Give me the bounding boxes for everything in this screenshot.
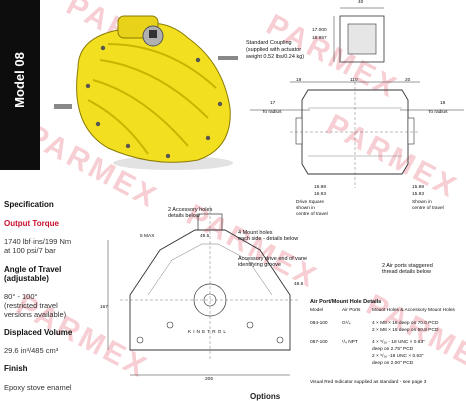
displaced-volume-value: 29.6 in³/485 cm³: [4, 346, 59, 355]
coupling-drawing: [333, 7, 385, 63]
front-view-drawing: [107, 206, 300, 376]
finish-value: Epoxy stove enamel: [4, 383, 72, 392]
port-table-cell: G¹/₄: [342, 321, 351, 326]
output-torque-value: at 100 psi/7 bar: [4, 246, 56, 255]
side-dim: 18: [440, 101, 446, 106]
angle-value: versions available): [4, 310, 67, 319]
finish-heading: Finish: [4, 364, 28, 373]
coupling-label: Standard Coupling: [246, 40, 292, 46]
accessory-drive-note: identifying groove: [238, 262, 282, 268]
accessory-drive-note: Accessory drive end of vane: [238, 256, 308, 262]
indicator-note: Visual Red Indicator supplied as standar…: [310, 380, 427, 385]
side-dim-note: To radius: [262, 110, 282, 115]
coupling-dim-side: 16.957: [312, 36, 327, 41]
port-table-header: Air Ports: [342, 308, 361, 313]
model-sidebar-band: [0, 0, 40, 170]
displaced-volume-heading: Displaced Volume: [4, 328, 73, 337]
front-dim: 49.5: [200, 234, 210, 239]
coupling-label: (supplied with actuator: [246, 47, 302, 53]
port-table-cell: 4 × ⁵/₁₆ - 18 UNC × 0.63": [372, 340, 425, 345]
options-heading: Options: [250, 392, 281, 401]
left-dim: 16.93: [314, 192, 327, 197]
mount-holes-note: 4 Mount holes: [238, 230, 273, 236]
port-table-cell: 2 × ⁵/₁₆ -18 UNC × 0.63": [372, 354, 424, 359]
specification-heading: Specification: [4, 200, 54, 209]
air-ports-note: thread details below: [382, 269, 431, 275]
drive-note: shown in: [296, 206, 315, 211]
port-table-cell: ¹/₄ NPT: [342, 340, 358, 345]
side-dim-note: To radius: [428, 110, 448, 115]
ports-note: Shown in: [412, 200, 432, 205]
front-dim: 48.5: [294, 282, 304, 287]
front-dim: 167: [100, 305, 109, 310]
side-dim: 19: [296, 78, 302, 83]
port-table-cell: 087-100: [310, 340, 328, 345]
coupling-dim-side: 17.000: [312, 28, 327, 33]
angle-value: (restricted travel: [4, 301, 58, 310]
coupling-dim-top: 40: [358, 0, 364, 5]
casting-text: KINETROL: [188, 330, 228, 335]
angle-value: 80° - 100°: [4, 292, 38, 301]
mount-holes-note: each side - details below: [238, 236, 299, 242]
output-torque-heading: Output Torque: [4, 219, 59, 228]
port-table-cell: deep on 2.00" PCD: [372, 361, 414, 366]
left-dim: 16.98: [314, 185, 327, 190]
side-view-drawing: [250, 81, 464, 188]
air-ports-note: 2 Air ports staggered: [382, 263, 433, 269]
front-dim: 5 MAX: [140, 234, 155, 239]
coupling-label: weight 0.52 lbs/0.24 kg): [246, 54, 305, 60]
ports-note: centre of travel: [412, 206, 444, 211]
port-table-header: Model: [310, 308, 324, 313]
drive-note: Drive Square: [296, 200, 324, 205]
angle-heading: (adjustable): [4, 274, 49, 283]
drive-note: centre of travel: [296, 212, 328, 217]
output-torque-value: 1740 lbf·ins/199 Nm: [4, 237, 72, 246]
port-table-title: Air Port/Mount Hole Details: [310, 299, 382, 305]
side-dim: 20: [405, 78, 411, 83]
port-table-cell: 4 × M8 × 16 deep on 70.0 PCD: [372, 321, 439, 326]
accessory-holes-note: 2 Accessory holes: [168, 207, 213, 213]
right-dim: 15.98: [412, 185, 425, 190]
port-table-cell: 2 × M8 × 16 deep on 50.8 PCD: [372, 328, 439, 333]
side-dim: 110: [350, 78, 358, 83]
port-table-cell: deep on 2.75" PCD: [372, 347, 414, 352]
angle-heading: Angle of Travel: [4, 265, 62, 274]
port-table-cell: 084-100: [310, 321, 328, 326]
port-table-header: Mount Holes & Accessory Mount Holes: [372, 308, 455, 313]
right-dim: 15.93: [412, 192, 425, 197]
accessory-holes-note: details below: [168, 213, 200, 219]
actuator-photo: [54, 15, 238, 170]
front-dim: 206: [205, 377, 214, 382]
side-dim: 17: [270, 101, 276, 106]
model-title: Model 08: [12, 52, 27, 108]
